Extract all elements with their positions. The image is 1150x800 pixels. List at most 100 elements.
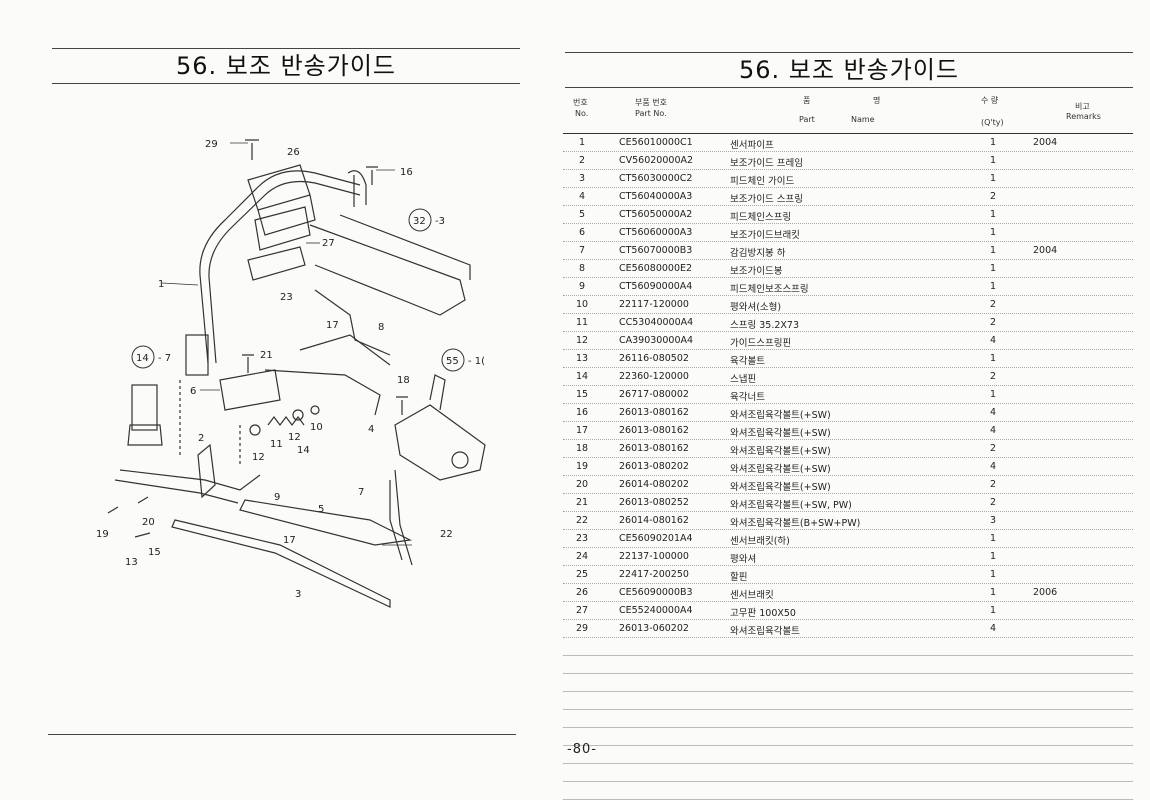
part-name: 센서브래킷(하): [730, 536, 790, 547]
callout-23: 23: [280, 292, 293, 303]
row-number: 14: [575, 371, 589, 382]
quantity: 4: [989, 407, 997, 418]
part-name: 와셔조립육각볼트(B+SW+PW): [730, 518, 861, 529]
blank-row: [563, 638, 1133, 656]
callout-7: 7: [358, 487, 364, 498]
feed-chain-guide-part: [197, 443, 216, 499]
part-code: 26014-080162: [619, 515, 689, 526]
quantity: 2: [989, 299, 997, 310]
header-part-no-kr: 부품 번호: [635, 98, 667, 107]
callout-3: 3: [295, 589, 301, 600]
row-number: 2: [578, 155, 586, 166]
remarks: 2004: [1033, 137, 1058, 148]
header-name-kr-2: 명: [873, 96, 881, 105]
header-remarks-kr: 비고: [1075, 102, 1090, 111]
callout-4: 4: [368, 424, 374, 435]
blank-row: [563, 656, 1133, 674]
quantity: 2: [989, 317, 997, 328]
part-name: 센서브래킷: [730, 590, 774, 601]
part-code: 26013-080162: [619, 443, 689, 454]
row-number: 1: [578, 137, 586, 148]
parts-table-body: 1 CE56010000C1 센서파이프 1 2004 2 CV56020000A2 보조가이…: [563, 134, 1133, 638]
quantity: 2: [989, 497, 997, 508]
quantity: 4: [989, 425, 997, 436]
part-name: 가이드스프링핀: [730, 338, 792, 349]
row-number: 12: [575, 335, 589, 346]
part-name: 와셔조립육각볼트(+SW): [730, 446, 831, 457]
long-rod-part: [171, 519, 391, 608]
blank-row: [563, 728, 1133, 746]
row-number: 11: [575, 317, 589, 328]
remarks: 2004: [1033, 245, 1058, 256]
title-top-rule: [52, 48, 520, 49]
row-number: 17: [575, 425, 589, 436]
row-number: 10: [575, 299, 589, 310]
callout-5: 5: [318, 504, 324, 515]
callout-14: 14: [136, 353, 149, 364]
callout-20: 20: [142, 517, 155, 528]
part-name: 피드체인스프링: [730, 212, 792, 223]
callout-29: 29: [205, 139, 218, 150]
part-code: 22417-200250: [619, 569, 689, 580]
quantity: 1: [989, 533, 997, 544]
part-code: CE56010000C1: [619, 137, 693, 148]
callout-19: 19: [96, 529, 109, 540]
header-name-en: Name: [851, 115, 875, 124]
quantity: 2: [989, 479, 997, 490]
row-number: 19: [575, 461, 589, 472]
exploded-parts-diagram: 29 26 16 32 -3 27 1 23 14 - 7 17 8 21 55…: [96, 139, 486, 608]
part-code: CE55240000A4: [619, 605, 693, 616]
header-name-kr-1: 품: [803, 96, 811, 105]
part-name: 와셔조립육각볼트: [730, 626, 800, 637]
part-code: 22117-120000: [619, 299, 689, 310]
quantity: 1: [989, 605, 997, 616]
header-part-no-en: Part No.: [635, 109, 667, 118]
right-page-title-block: 56. 보조 반송가이드: [565, 52, 1133, 88]
part-name: 와셔조립육각볼트(+SW, PW): [730, 500, 852, 511]
header-qty-kr: 수 량: [981, 96, 999, 105]
quantity: 1: [989, 155, 997, 166]
part-name: 할핀: [730, 572, 748, 583]
part-code: 26717-080002: [619, 389, 689, 400]
quantity: 1: [989, 353, 997, 364]
pipe-foot-part: [185, 334, 209, 376]
part-code: 26013-080252: [619, 497, 689, 508]
part-name: 보조가이드 스프링: [730, 194, 803, 205]
callout-12-b: 12: [252, 452, 265, 463]
rubber-plate-part: [254, 206, 311, 251]
callout-21: 21: [260, 350, 273, 361]
spring-part: [267, 416, 305, 426]
part-name: 와셔조립육각볼트(+SW): [730, 428, 831, 439]
row-number: 25: [575, 569, 589, 580]
row-number: 21: [575, 497, 589, 508]
quantity: 4: [989, 461, 997, 472]
part-name: 센서파이프: [730, 140, 774, 151]
callout-13: 13: [125, 557, 138, 568]
part-code: CT56040000A3: [619, 191, 693, 202]
right-assembly-part: [394, 404, 486, 481]
part-code: CV56020000A2: [619, 155, 694, 166]
part-code: 26013-080162: [619, 425, 689, 436]
part-code: CT56050000A2: [619, 209, 693, 220]
part-name: 보조가이드봉: [730, 266, 783, 277]
guide-rod-part: [314, 289, 391, 356]
sensor-unit-part: [131, 384, 158, 431]
callout-32: 32: [413, 216, 426, 227]
part-code: 26116-080502: [619, 353, 689, 364]
part-code: 26014-080202: [619, 479, 689, 490]
part-name: 보조가이드브래킷: [730, 230, 800, 241]
row-number: 16: [575, 407, 589, 418]
part-name: 피드체인보조스프링: [730, 284, 809, 295]
part-name: 보조가이드 프레임: [730, 158, 803, 169]
